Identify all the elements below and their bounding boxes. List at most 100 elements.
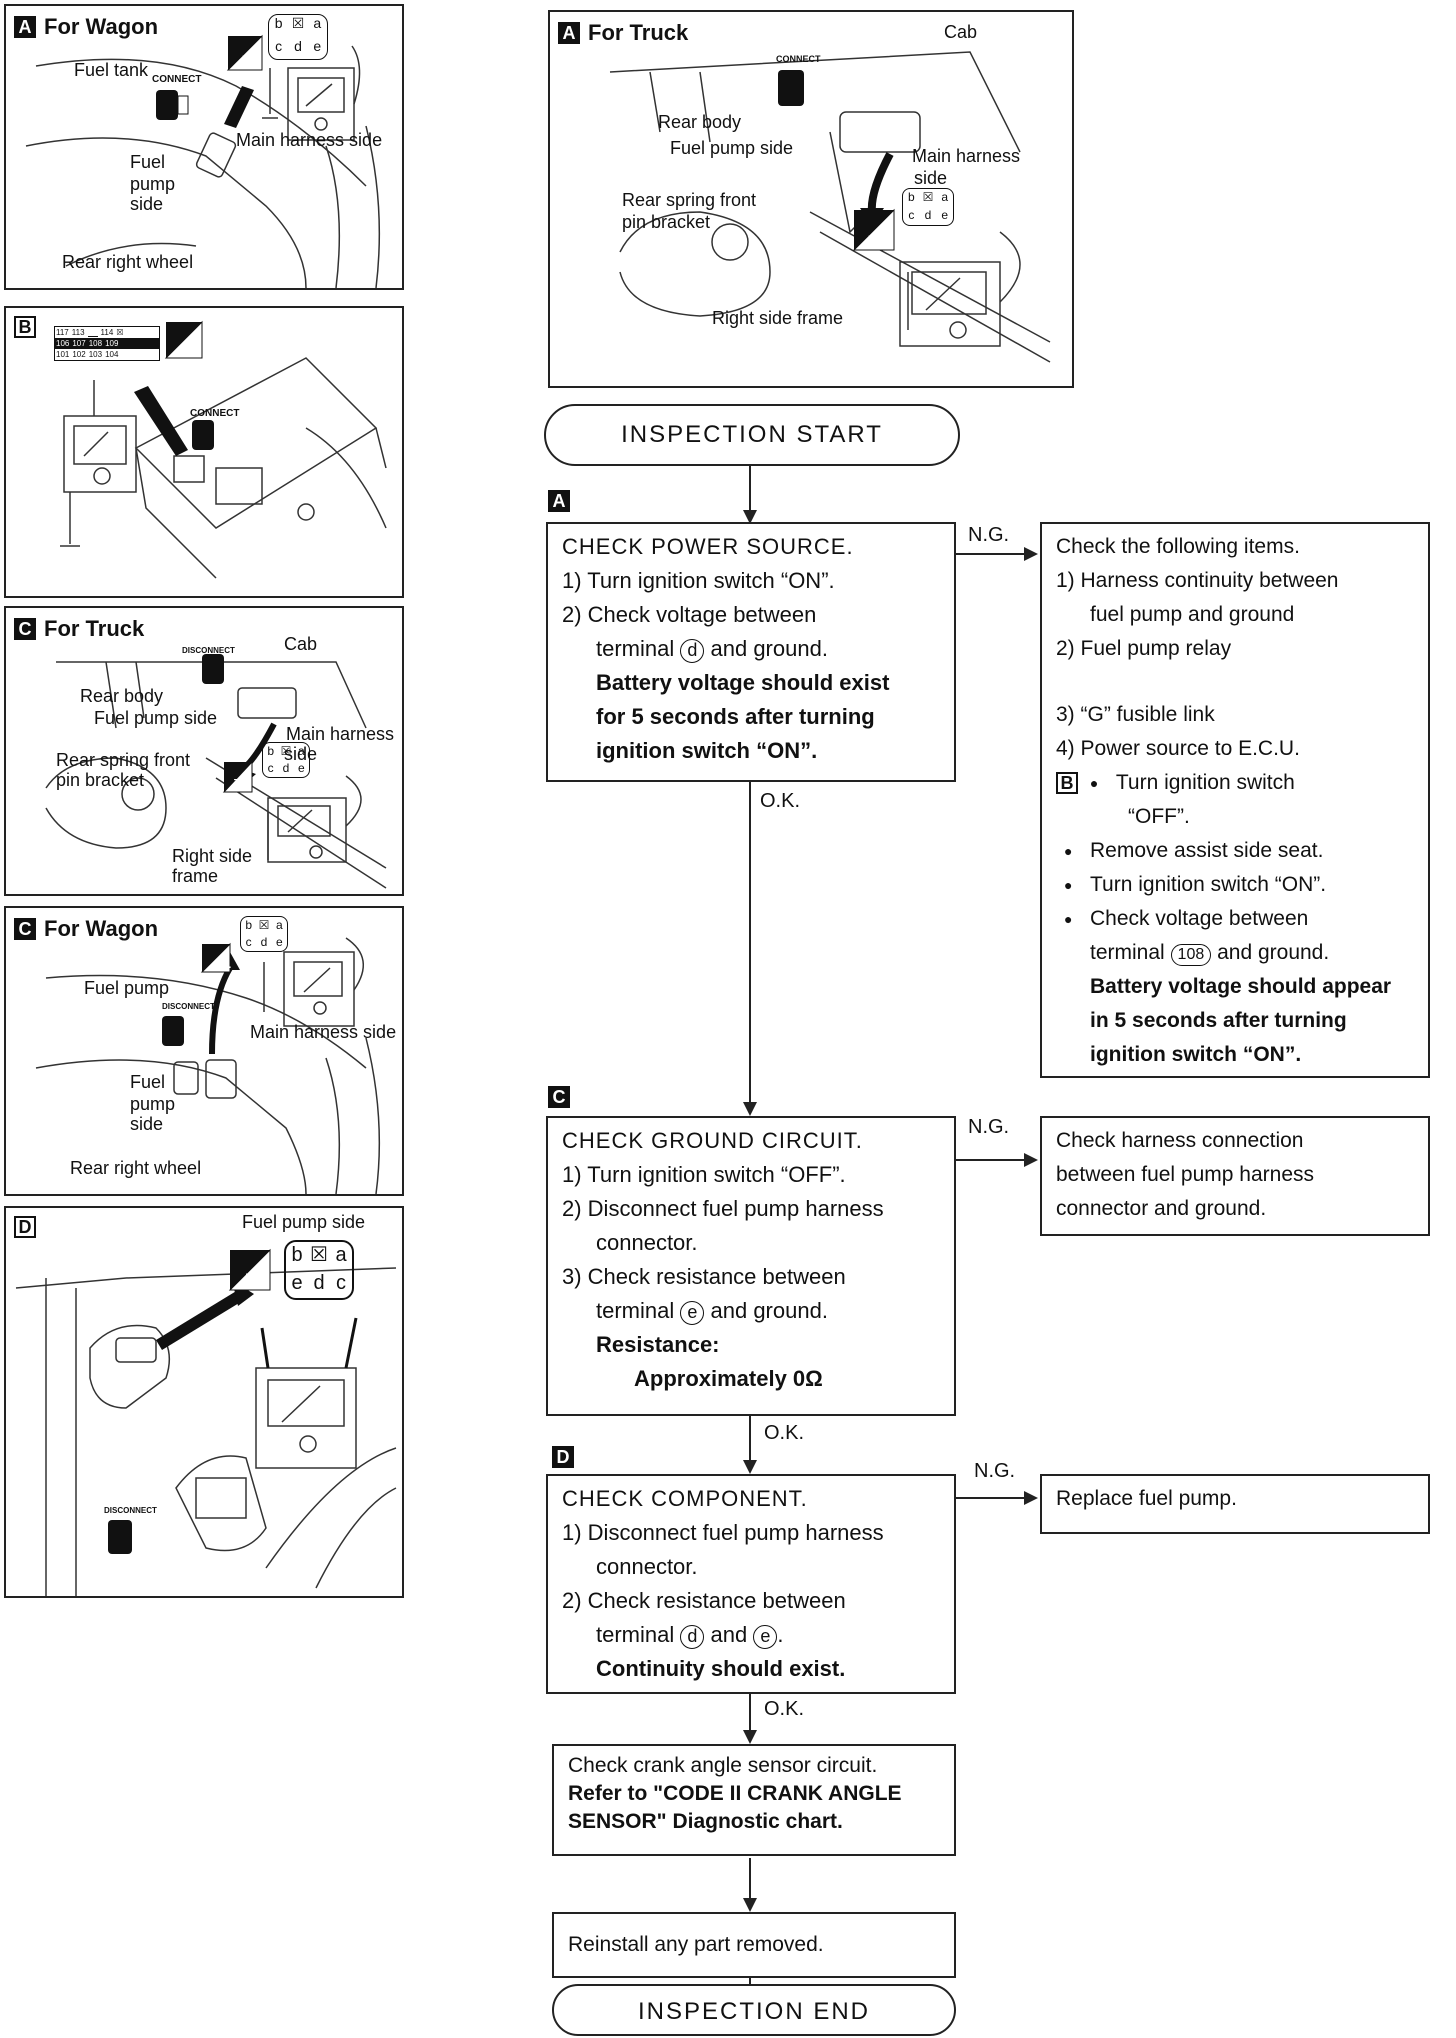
- label-rear-body: Rear body: [80, 686, 164, 706]
- step-note: Refer to "CODE II CRANK ANGLE: [568, 1782, 902, 1805]
- terminal-label: 102: [72, 350, 86, 359]
- terminal-label: e: [313, 37, 322, 54]
- terminal-label: 108: [88, 339, 103, 348]
- step-text: terminal: [596, 1622, 675, 1647]
- section-badge: D: [14, 1216, 36, 1238]
- step-title: CHECK POWER SOURCE.: [562, 534, 854, 559]
- disconnect-label: DISCONNECT: [182, 646, 235, 655]
- terminal-e-symbol: e: [753, 1625, 778, 1649]
- illustration-c-wagon: [35, 937, 381, 1194]
- terminal-label: b: [274, 15, 283, 31]
- terminal-label: 109: [105, 339, 119, 348]
- step-a-badge: A: [548, 490, 570, 512]
- illustration-d: [15, 1248, 397, 1596]
- terminal-label: d: [924, 208, 932, 222]
- step-check-crank-angle-sensor: Check crank angle sensor circuit. Refer …: [552, 1744, 956, 1856]
- step-text: terminal: [596, 636, 675, 661]
- ng-item: fuel pump and ground: [1090, 603, 1295, 626]
- ecu-terminal-block: 117 113 114 ☒ 106 107 108 109 101 102 10…: [54, 326, 160, 361]
- terminal-label: a: [275, 918, 283, 932]
- label-rear-right-wheel: Rear right wheel: [62, 252, 194, 272]
- step-note: Battery voltage should exist: [596, 670, 890, 695]
- figure-title: C For Truck: [14, 616, 144, 642]
- ok-label: O.K.: [764, 1422, 805, 1444]
- step-note: SENSOR" Diagnostic chart.: [568, 1810, 843, 1833]
- label-fuel: Fuel: [130, 152, 166, 172]
- step-line: Reinstall any part removed.: [568, 1933, 824, 1956]
- step-title: CHECK COMPONENT.: [562, 1486, 808, 1511]
- bullet-item: Turn ignition switch “ON”.: [1056, 868, 1414, 902]
- step-text: terminal: [1090, 941, 1165, 964]
- step-line: terminal e and ground.: [562, 1294, 940, 1328]
- figure-title: B: [14, 316, 36, 338]
- label-fuel-pump-side: Fuel pump side: [670, 138, 794, 158]
- terminal-label: e: [297, 761, 305, 775]
- label-side: side: [130, 1114, 164, 1134]
- terminal-d-symbol: d: [680, 1625, 705, 1649]
- step-text: and ground.: [710, 1298, 828, 1323]
- ts-label: T.S.: [214, 960, 232, 971]
- figure-title-text: For Wagon: [44, 14, 159, 39]
- terminal-label: b: [907, 190, 915, 204]
- section-badge: A: [558, 22, 580, 44]
- terminal-label: d: [260, 935, 268, 949]
- inspection-end: INSPECTION END: [552, 1984, 956, 2036]
- label-pin-bracket: pin bracket: [622, 212, 711, 232]
- terminal-label: b: [267, 744, 274, 758]
- ts-label: T.S.: [246, 1272, 265, 1284]
- label-rear-spring-front: Rear spring front: [56, 750, 191, 770]
- label-rear-spring-front: Rear spring front: [622, 190, 757, 210]
- terminal-label: a: [335, 1244, 347, 1266]
- ok-label: O.K.: [760, 790, 801, 812]
- terminal-label: c: [245, 935, 252, 949]
- illustration-c-truck: [45, 654, 387, 889]
- hs-label: H.S: [868, 234, 887, 246]
- step-check-power-source: CHECK POWER SOURCE. 1) Turn ignition swi…: [546, 522, 956, 782]
- illustration-a-truck: [609, 51, 1051, 363]
- step-text: .: [777, 1622, 784, 1647]
- terminal-label: 114: [100, 328, 114, 337]
- ng-item: B Turn ignition switch: [1056, 766, 1414, 800]
- step-note: for 5 seconds after turning: [596, 704, 875, 729]
- label-main-harness: Main harness: [912, 146, 1021, 166]
- terminal-label: d: [313, 1272, 325, 1294]
- label-rear-body: Rear body: [658, 112, 742, 132]
- illustration-a-wagon: [25, 34, 381, 288]
- ng-label: N.G.: [974, 1460, 1016, 1482]
- step-line: 2) Check resistance between: [562, 1588, 846, 1613]
- ng-heading: Check the following items.: [1056, 535, 1300, 558]
- ng-item: 2) Fuel pump relay: [1056, 637, 1232, 660]
- terminal-label: 101: [56, 350, 70, 359]
- figure-b: B 117 113 114 ☒ 106 107 108 109 101 102 …: [4, 306, 404, 598]
- figure-title-text: For Truck: [44, 616, 145, 641]
- inspection-start: INSPECTION START: [544, 404, 960, 466]
- terminal-e-symbol: e: [680, 1301, 705, 1325]
- step-line: 1) Turn ignition switch “ON”.: [562, 568, 835, 593]
- step-note: Approximately 0Ω: [634, 1366, 823, 1391]
- bullet-item: Check voltage between: [1056, 902, 1414, 936]
- label-right-side: Right side: [172, 846, 253, 866]
- section-badge: C: [14, 918, 36, 940]
- terminal-label: a: [941, 190, 948, 204]
- step-text: and: [710, 1622, 748, 1647]
- terminal-label: b: [291, 1244, 303, 1266]
- terminal-label: 107: [72, 339, 86, 348]
- ng-label: N.G.: [968, 524, 1010, 546]
- figure-title: C For Wagon: [14, 916, 158, 942]
- label-pump: pump: [130, 1094, 176, 1114]
- disconnect-label: DISCONNECT: [104, 1506, 157, 1515]
- ng-line: Check harness connection: [1056, 1129, 1304, 1152]
- label-fuel-pump: Fuel pump: [84, 978, 170, 998]
- figure-title: A For Truck: [558, 20, 688, 46]
- label-side: side: [284, 744, 318, 764]
- step-line: 1) Turn ignition switch “OFF”.: [562, 1162, 846, 1187]
- step-reinstall: Reinstall any part removed.: [552, 1912, 956, 1978]
